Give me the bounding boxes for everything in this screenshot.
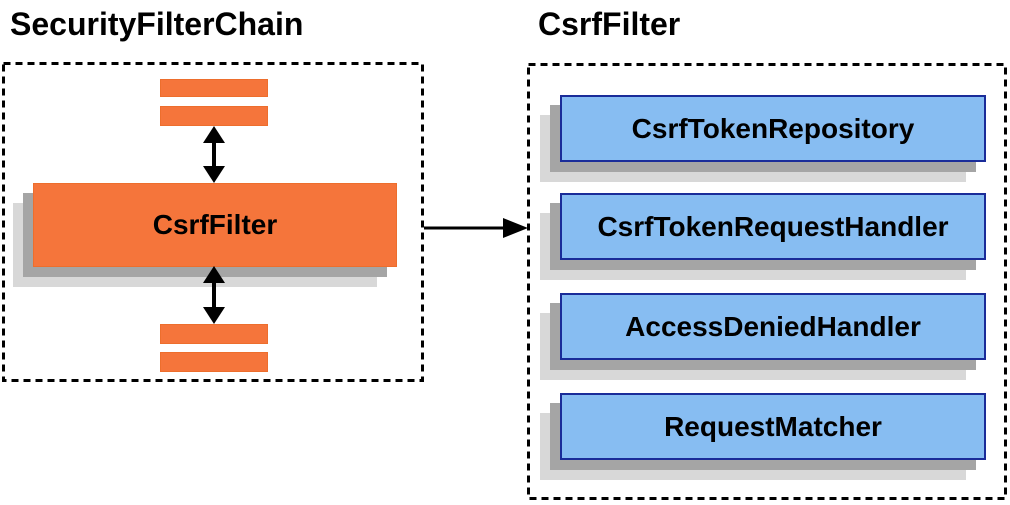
component-label-csrf-token-repository: CsrfTokenRepository [631,112,915,144]
component-label-request-matcher: RequestMatcher [664,410,882,442]
component-box-access-denied-handler: AccessDeniedHandler [560,293,986,360]
security-filter-chain-container [2,62,424,382]
flow-arrow-icon [424,218,528,238]
filter-bar-top-1 [160,79,268,97]
filter-bar-bottom-2 [160,352,268,372]
right-panel-title: CsrfFilter [538,6,681,42]
component-box-request-matcher: RequestMatcher [560,393,986,460]
component-label-csrf-token-request-handler: CsrfTokenRequestHandler [597,210,949,242]
component-label-access-denied-handler: AccessDeniedHandler [625,310,921,342]
double-arrow-bottom-icon [203,266,225,324]
csrf-filter-box-label: CsrfFilter [152,209,278,240]
left-panel-title: SecurityFilterChain [10,6,304,42]
component-box-csrf-token-repository: CsrfTokenRepository [560,95,986,162]
csrf-filter-box: CsrfFilter [33,183,397,267]
filter-bar-top-2 [160,106,268,126]
component-box-csrf-token-request-handler: CsrfTokenRequestHandler [560,193,986,260]
filter-bar-bottom-1 [160,324,268,344]
double-arrow-top-icon [203,126,225,183]
